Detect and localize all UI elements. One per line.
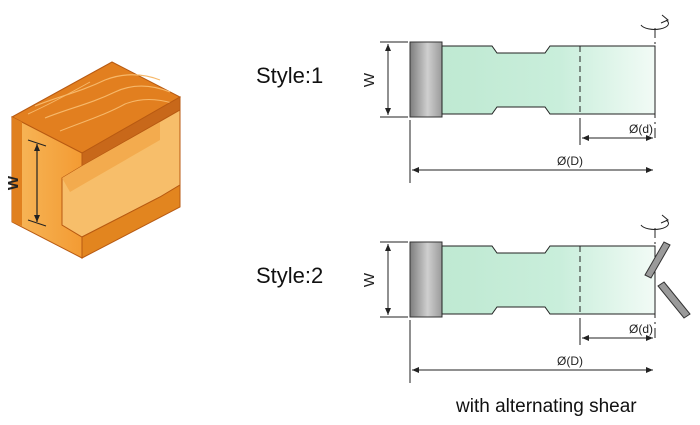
wood-grain [34,74,161,107]
style1-large-diameter-label: Ø(D) [557,154,583,168]
style2-width-label: W [361,272,378,287]
wood-width-label: W [5,175,22,190]
style2-rotation-arrowhead-icon [660,214,669,224]
wood-grain [44,85,171,119]
style2-small-diameter-label: Ø(d) [629,322,653,336]
style1-width-label: W [361,72,378,87]
wood-grain [27,81,91,115]
style2-shear-knife-lower [657,281,691,319]
style2-steel-body [409,241,443,318]
style2-cutter-profile [441,245,656,315]
wood-width-tick [27,139,47,147]
style1-rotation-arrowhead-icon [660,14,669,24]
wood-left-edge [12,117,22,226]
style1-cutter-profile [441,45,656,115]
style1-steel-body [409,41,443,118]
wood-width-tick [27,219,47,227]
wood-grain [59,98,173,132]
style2-shear-knife-upper [644,241,671,279]
style1-cutter: W Ø(d) Ø(D) [361,14,669,183]
wood-profile-illustration: W [5,61,182,259]
wood-bottom-face [81,184,181,259]
style1-rotation-icon [640,19,669,30]
style2-caption: with alternating shear [456,396,637,417]
style2-rotation-icon [640,219,669,230]
style1-small-diameter-label: Ø(d) [629,122,653,136]
style2-large-diameter-label: Ø(D) [557,354,583,368]
wood-slot-shadow [62,122,160,192]
style2-cutter: W Ø(d) Ø(D) [361,214,691,383]
style2-title: Style:2 [256,263,324,288]
style1-title: Style:1 [256,63,324,88]
